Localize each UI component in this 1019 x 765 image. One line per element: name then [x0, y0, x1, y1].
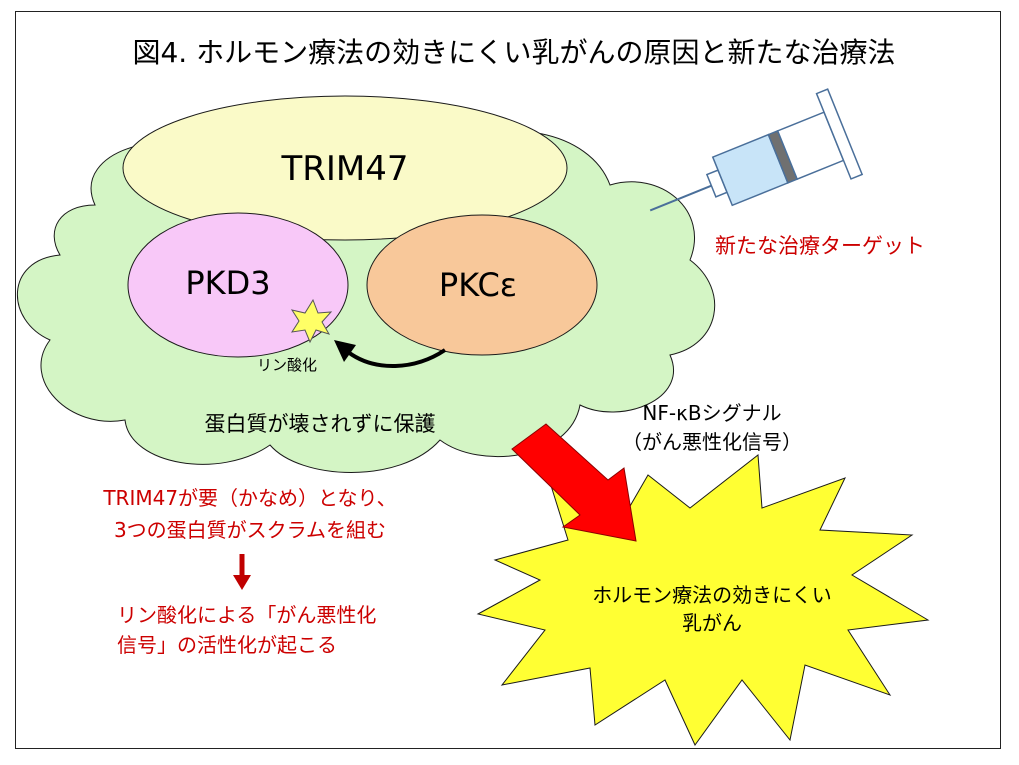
note-line3: リン酸化による「がん悪性化	[117, 603, 376, 627]
note-line1: TRIM47が要（かなめ）となり、	[102, 486, 396, 510]
signal-arrow	[511, 423, 637, 542]
protection-label: 蛋白質が壊されずに保護	[205, 412, 436, 436]
note-line2: 3つの蛋白質がスクラムを組む	[114, 518, 386, 542]
phosphorylation-arrow	[346, 348, 447, 369]
pkd3-label: PKD3	[185, 264, 270, 302]
signal-label-line1: NF-κBシグナル	[642, 401, 781, 425]
new-target-label: 新たな治療ターゲット	[715, 234, 925, 258]
syringe-icon	[649, 88, 864, 212]
phosphorylation-star-icon	[290, 298, 333, 344]
pkce-ellipse	[366, 214, 598, 356]
pkce-label: PKCε	[439, 266, 517, 304]
slide-frame	[15, 11, 1001, 749]
result-label-line2: 乳がん	[682, 611, 742, 635]
phosphorylation-arrowhead	[334, 340, 356, 362]
phosphorylation-label: リン酸化	[257, 356, 317, 374]
trim47-ellipse	[122, 95, 568, 241]
result-label-line1: ホルモン療法の効きにくい	[592, 583, 832, 607]
pkd3-ellipse	[127, 212, 349, 358]
down-arrow-head	[233, 575, 251, 590]
diagram-title: 図4. ホルモン療法の効きにくい乳がんの原因と新たな治療法	[132, 36, 895, 69]
trim47-label: TRIM47	[280, 149, 408, 189]
signal-label-line2: （がん悪性化信号）	[622, 430, 802, 454]
note-line4: 信号」の活性化が起こる	[117, 633, 337, 657]
